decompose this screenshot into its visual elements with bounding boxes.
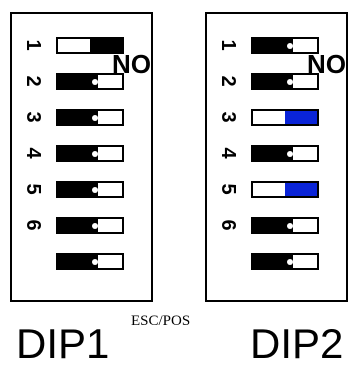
switch-knob-on	[253, 39, 293, 52]
switch-knob-off	[285, 183, 317, 196]
dip2-title: DIP2	[250, 320, 344, 367]
dip2-switch-row-3: 3	[207, 104, 346, 130]
switch-knob-highlight	[92, 259, 98, 265]
switch-knob-on	[58, 75, 98, 88]
dip2-switch-3[interactable]	[251, 109, 319, 126]
dip2-switch-row-4: 4	[207, 140, 346, 166]
switch-knob-highlight	[287, 223, 293, 229]
switch-knob-highlight	[92, 187, 98, 193]
dip1-switch-number: 5	[22, 183, 44, 195]
dip2-switch-row-7	[207, 248, 346, 274]
dip2-switch-row-1: 1	[207, 32, 346, 58]
switch-knob-on	[58, 111, 98, 124]
dip1-switch-number: 4	[22, 147, 44, 159]
dip2-switch-number: 1	[217, 39, 239, 51]
dip1-switch-row-3: 3	[12, 104, 151, 130]
dip2-switch-number: 5	[217, 183, 239, 195]
dip2-switch-4[interactable]	[251, 145, 319, 162]
dip1-switch-1[interactable]	[56, 37, 124, 54]
mode-label: ESC/POS	[131, 313, 191, 329]
dip2-switch-row-6: 6	[207, 212, 346, 238]
dip2-switch-6[interactable]	[251, 217, 319, 234]
dip1-switch-number: 2	[22, 75, 44, 87]
dip1-switch-number: 3	[22, 111, 44, 123]
switch-knob-highlight	[92, 79, 98, 85]
dip1-switch-row-1: 1	[12, 32, 151, 58]
dip2-switch-1[interactable]	[251, 37, 319, 54]
dip2-switch-5[interactable]	[251, 181, 319, 198]
dip1-switch-row-7	[12, 248, 151, 274]
dip1-switch-3[interactable]	[56, 109, 124, 126]
dip2-switch-number: 6	[217, 219, 239, 231]
switch-knob-highlight	[287, 151, 293, 157]
dip1-switch-number	[20, 248, 46, 274]
dip2-switch-7[interactable]	[251, 253, 319, 270]
dip1-switch-number: 6	[22, 219, 44, 231]
switch-knob-on	[58, 147, 98, 160]
dip2-switch-number: 2	[217, 75, 239, 87]
switch-knob-highlight	[287, 79, 293, 85]
switch-knob-on	[58, 219, 98, 232]
switch-knob-highlight	[287, 43, 293, 49]
dip1-switch-row-2: 2	[12, 68, 151, 94]
switch-knob-highlight	[92, 223, 98, 229]
dip2-switch-number: 3	[217, 111, 239, 123]
dip1-switch-4[interactable]	[56, 145, 124, 162]
switch-knob-on	[253, 255, 293, 268]
switch-knob-on	[253, 147, 293, 160]
switch-knob-on	[58, 183, 98, 196]
switch-knob-off	[90, 39, 122, 52]
dip1-switch-number: 1	[22, 39, 44, 51]
switch-knob-on	[253, 75, 293, 88]
dip2-switch-number	[215, 248, 241, 274]
dip2-switch-2[interactable]	[251, 73, 319, 90]
dip1-switch-2[interactable]	[56, 73, 124, 90]
dip1-switch-5[interactable]	[56, 181, 124, 198]
dip1-switch-7[interactable]	[56, 253, 124, 270]
dip1-switch-6[interactable]	[56, 217, 124, 234]
dip2-switch-number: 4	[217, 147, 239, 159]
switch-knob-highlight	[287, 259, 293, 265]
dip1-switch-row-6: 6	[12, 212, 151, 238]
switch-knob-on	[253, 219, 293, 232]
switch-knob-highlight	[92, 151, 98, 157]
switch-knob-highlight	[92, 115, 98, 121]
dip2-switch-row-2: 2	[207, 68, 346, 94]
dip1-title: DIP1	[16, 320, 110, 367]
switch-knob-on	[58, 255, 98, 268]
dip2-switch-row-5: 5	[207, 176, 346, 202]
dip1-switch-row-4: 4	[12, 140, 151, 166]
switch-knob-off	[285, 111, 317, 124]
dip1-switch-row-5: 5	[12, 176, 151, 202]
